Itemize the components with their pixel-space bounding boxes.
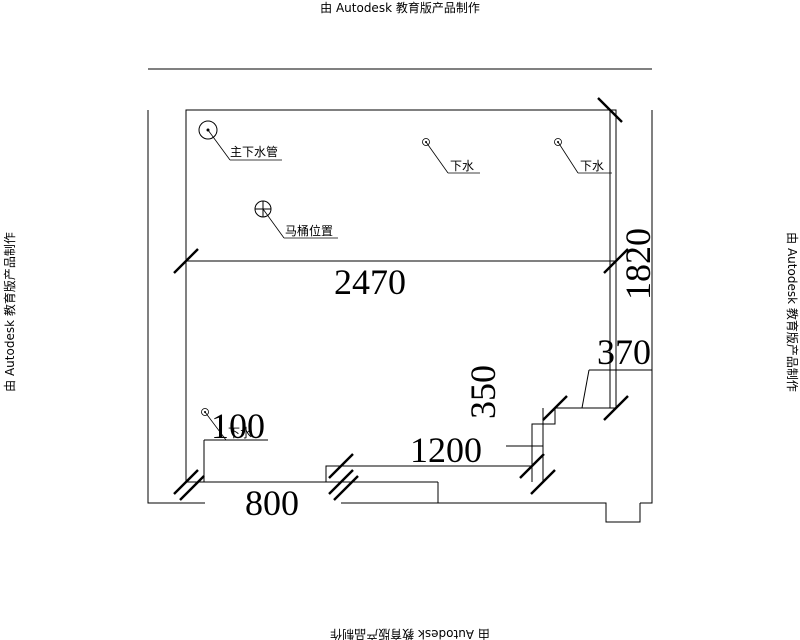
dim-370-text: 370 — [597, 332, 651, 372]
drain-2-leader — [557, 141, 579, 174]
dim-2470-text: 2470 — [334, 262, 406, 302]
dim-1820-tick-top — [597, 97, 623, 123]
dim-370-tick-left — [542, 395, 568, 421]
dim-370-leader-diag — [581, 369, 590, 409]
watermark-right: 由 Autodesk 教育版产品制作 — [785, 232, 800, 392]
drain-3-leader — [204, 411, 227, 441]
dim-350-tick-bottom — [530, 469, 556, 495]
dim-800-tick-left — [173, 469, 199, 495]
dim-2470-tick-right — [603, 248, 629, 274]
drain-2-symbol — [554, 138, 562, 146]
dim-1200-text: 1200 — [410, 430, 482, 470]
toilet-label: 马桶位置 — [285, 223, 333, 238]
drain-3-label: 下水 — [228, 426, 252, 440]
dim-800-tick-left-2 — [179, 475, 205, 501]
main-drain-symbol — [198, 120, 218, 140]
watermark-top: 由 Autodesk 教育版产品制作 — [320, 0, 480, 15]
dim-800-tick-right — [328, 469, 354, 495]
drain-1-symbol — [422, 138, 430, 146]
dim-800-tick-right-2 — [333, 475, 359, 501]
dim-800-text: 800 — [245, 483, 299, 523]
dim-100-text: 100 — [211, 406, 265, 446]
drain-2-label: 下水 — [580, 159, 604, 173]
room-outline — [185, 109, 617, 483]
toilet-leader — [262, 208, 285, 239]
dim-1200-tick-right — [519, 453, 545, 479]
outer-wall-right-bottom — [437, 482, 641, 523]
dim-1820-text: 1820 — [618, 228, 658, 300]
watermark-bottom: 由 Autodesk 教育版产品制作 — [330, 627, 490, 640]
drain-1-label: 下水 — [450, 159, 474, 173]
dim-350-text: 350 — [463, 365, 503, 419]
outer-wall-left — [147, 110, 205, 504]
main-drain-leader — [207, 129, 231, 161]
main-drain-label: 主下水管 — [230, 144, 278, 159]
watermark-left: 由 Autodesk 教育版产品制作 — [2, 232, 17, 392]
dim-2470-tick-left — [173, 248, 199, 274]
drain-3-symbol — [201, 408, 209, 416]
dim-370-tick-right — [603, 395, 629, 421]
dim-1200-tick-left — [328, 453, 354, 479]
drain-1-leader — [425, 141, 449, 174]
outer-wall-right-top — [640, 110, 653, 504]
